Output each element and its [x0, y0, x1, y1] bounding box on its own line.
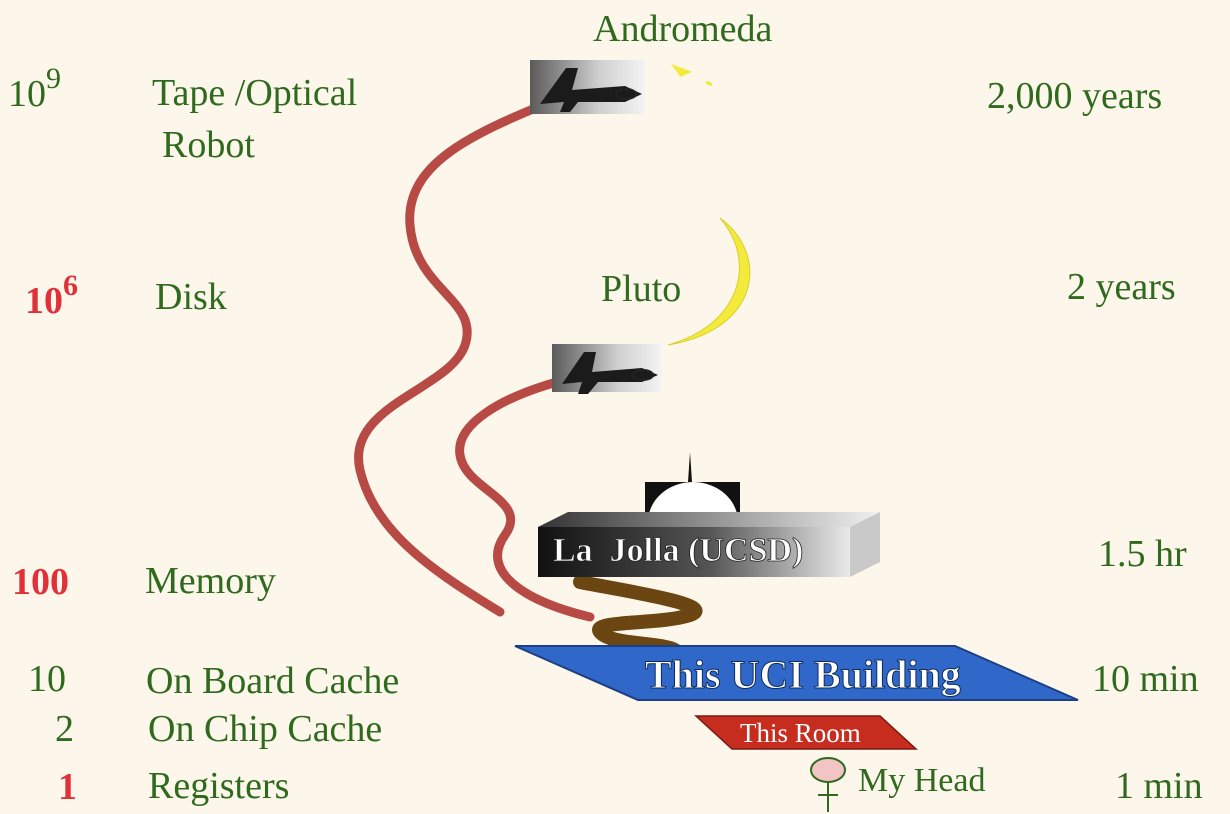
access-time-registers: 1	[58, 766, 77, 808]
level-name-tape-line2: Robot	[162, 124, 255, 166]
level-name-chip-cache: On Chip Cache	[148, 708, 383, 750]
uci-building-shape	[514, 645, 1079, 701]
analogy-time-disk: 2 years	[1067, 266, 1176, 308]
ucsd-label: La Jolla (UCSD)	[553, 532, 803, 569]
level-name-registers: Registers	[148, 765, 290, 807]
access-time-base: 10	[25, 280, 63, 322]
space-shuttle-icon	[530, 60, 645, 114]
access-time-chip-cache: 2	[55, 708, 74, 750]
crescent-moon-icon	[667, 217, 751, 346]
level-name-memory: Memory	[145, 560, 276, 602]
level-name-board-cache: On Board Cache	[146, 660, 400, 702]
uci-building-label: This UCI Building	[645, 652, 961, 697]
access-time-memory: 100	[12, 561, 69, 603]
my-head-label: My Head	[858, 762, 986, 799]
access-time-tape: 109	[8, 64, 61, 115]
path-to-ucsd	[573, 575, 703, 657]
analogy-time-memory: 1.5 hr	[1098, 533, 1187, 575]
access-time-exponent: 6	[63, 269, 78, 302]
andromeda-spark-icon	[670, 63, 713, 87]
path-to-pluto	[455, 377, 595, 622]
this-room-label: This Room	[740, 718, 861, 748]
pluto-label: Pluto	[601, 268, 682, 310]
analogy-time-registers: 1 min	[1115, 765, 1203, 807]
access-time-board-cache: 10	[28, 658, 66, 700]
space-shuttle-icon	[552, 344, 662, 394]
stick-figure-icon	[810, 757, 846, 812]
level-name-tape: Tape /Optical	[152, 72, 358, 114]
ucsd-box	[538, 512, 880, 577]
observatory-dome-icon	[645, 452, 740, 522]
level-name-disk: Disk	[155, 276, 227, 318]
access-time-disk: 106	[25, 271, 78, 322]
analogy-time-board-cache: 10 min	[1092, 658, 1199, 700]
path-to-andromeda	[354, 99, 550, 617]
andromeda-label: Andromeda	[593, 8, 773, 50]
this-room-shape	[694, 715, 918, 750]
analogy-time-tape: 2,000 years	[987, 75, 1163, 117]
access-time-exponent: 9	[46, 62, 61, 95]
access-time-base: 10	[8, 73, 46, 115]
